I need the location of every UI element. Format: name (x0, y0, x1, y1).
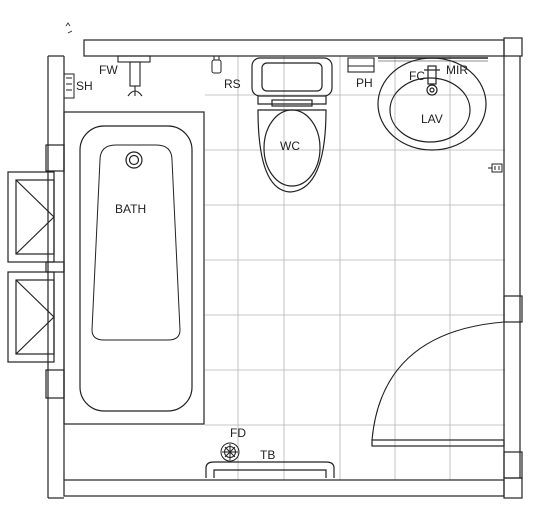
right-door-jamb-bottom (503, 451, 523, 479)
label-bath: BATH (115, 202, 146, 216)
bathtub (63, 111, 205, 425)
right-door-jamb-top (503, 295, 523, 323)
floor-drain-icon (220, 442, 240, 462)
shower-head-icon (63, 73, 75, 99)
lavatory-drain-icon (426, 84, 438, 96)
label-fc: FC (409, 69, 425, 83)
corner-mark-icon (65, 22, 73, 34)
lavatory-sink (377, 57, 487, 151)
label-fd: FD (230, 426, 246, 440)
door-leaf (371, 439, 505, 447)
label-sh: SH (76, 79, 93, 93)
window-lower (7, 271, 55, 363)
top-wall (83, 39, 505, 57)
paper-holder-icon (347, 57, 375, 73)
label-lav: LAV (421, 112, 443, 126)
bottom-right-corner-post (503, 477, 523, 499)
towel-bar (205, 461, 335, 478)
bottom-wall (63, 479, 505, 497)
bathtub-drain-icon (125, 151, 143, 169)
toilet (251, 57, 333, 193)
left-wall-post-1 (45, 144, 65, 172)
door (371, 321, 505, 447)
door-swing-arc (371, 321, 505, 441)
window-upper (7, 171, 55, 263)
floor-tile-grid (205, 56, 505, 480)
left-wall-post-3 (45, 369, 65, 399)
roll-stand-icon (211, 56, 222, 74)
wall-outlet-icon (488, 163, 503, 173)
label-wc: WC (280, 139, 300, 153)
label-mir: MIR (446, 63, 468, 77)
label-tb: TB (260, 448, 275, 462)
label-ph: PH (356, 76, 373, 90)
top-right-corner-post (503, 37, 523, 57)
toilet-bowl (257, 109, 327, 193)
left-wall-post-2 (45, 261, 65, 273)
toilet-tank (251, 57, 333, 97)
label-rs: RS (224, 77, 241, 91)
faucet-control-icon (427, 65, 437, 85)
faucet-icon (117, 55, 151, 97)
label-fw: FW (99, 63, 118, 77)
